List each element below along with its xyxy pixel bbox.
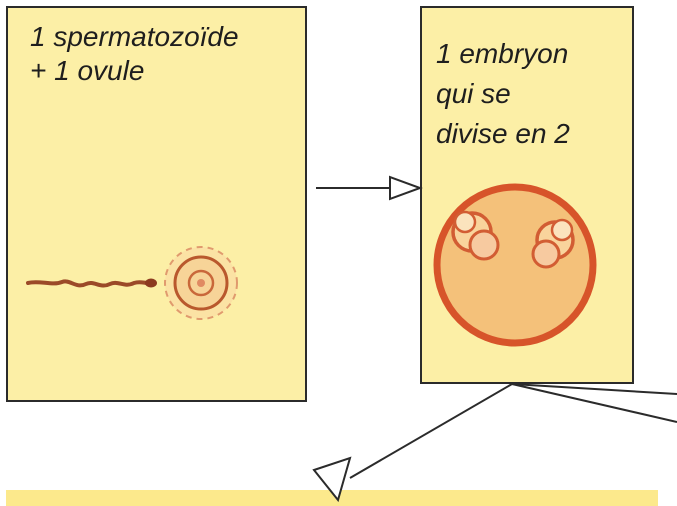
arrow-fertilization-to-embryo [316,177,420,199]
arrow-embryo-to-right [512,384,677,422]
arrow-embryo-to-next [314,384,512,500]
ovum-illustration [165,247,237,319]
embryo-illustration [437,187,593,343]
sperm-cell-illustration [28,279,157,288]
arrowhead-down [314,458,350,500]
